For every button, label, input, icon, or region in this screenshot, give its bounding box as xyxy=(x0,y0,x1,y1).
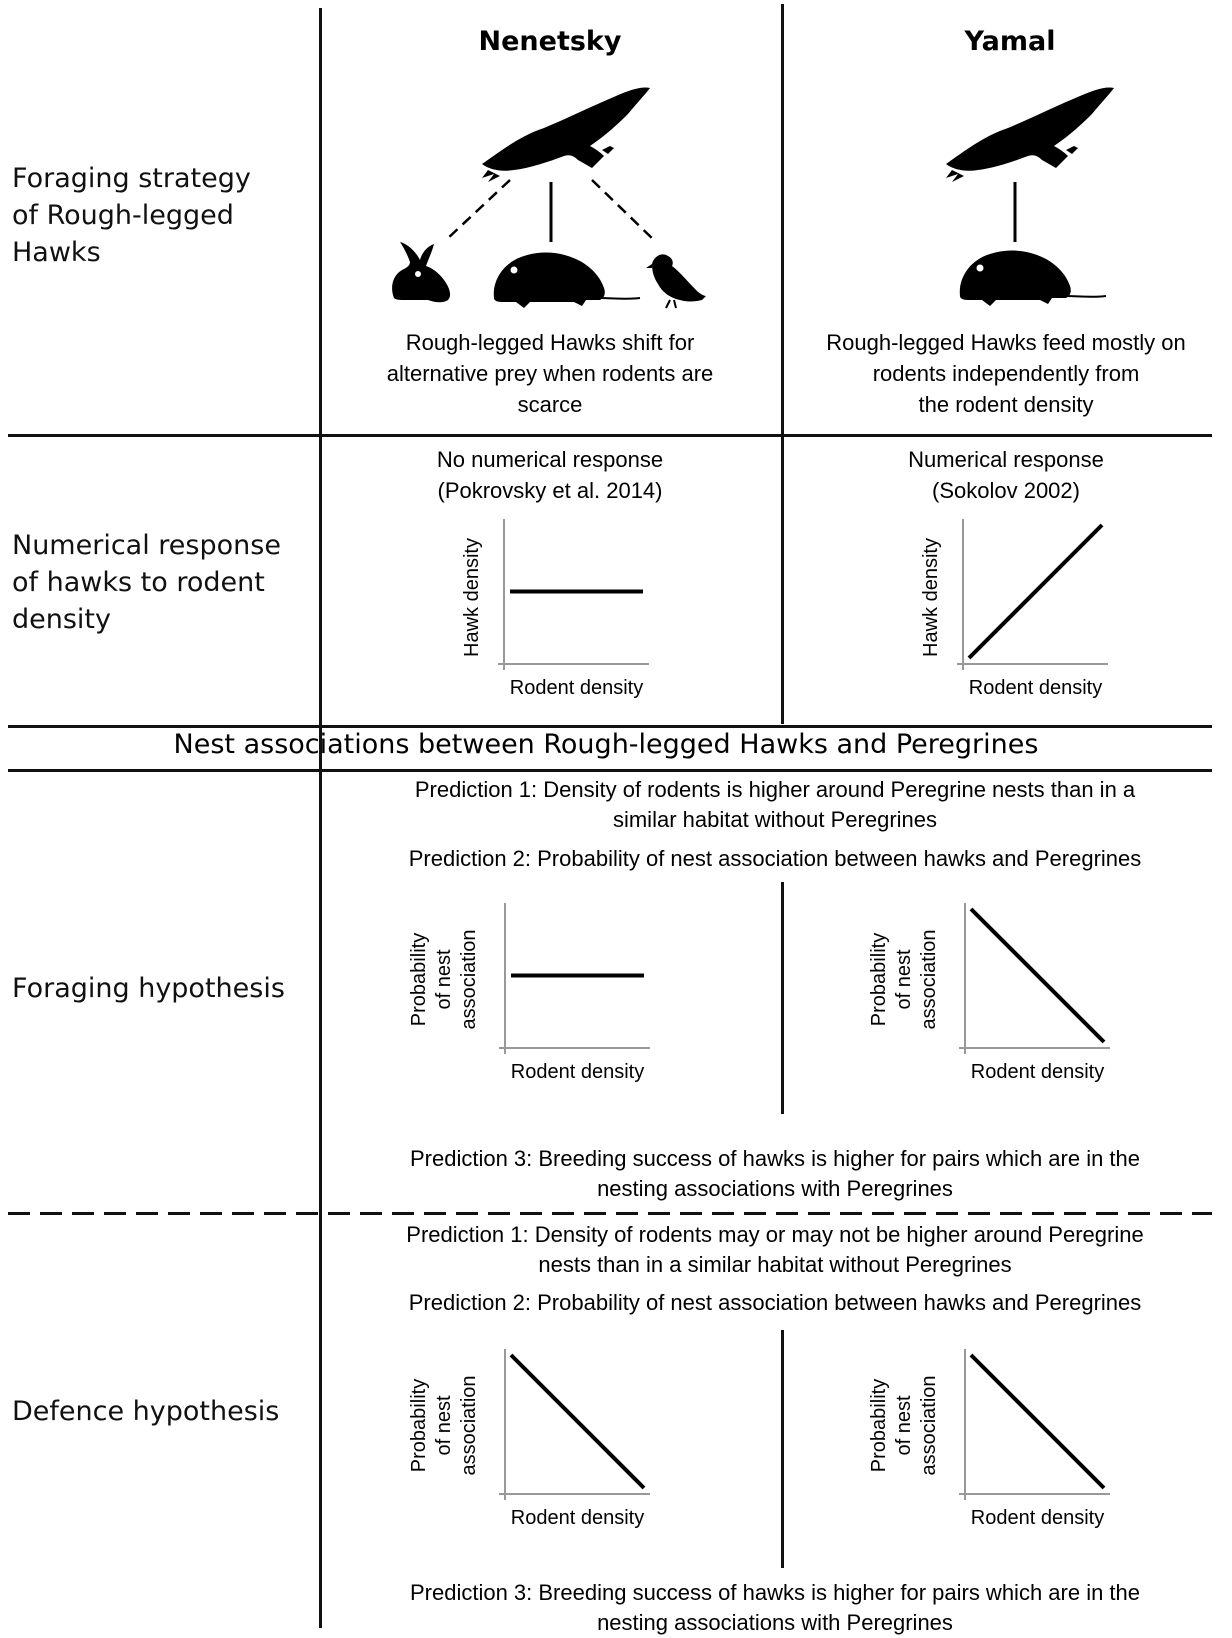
y-axis-label: Probability xyxy=(868,933,890,1026)
row-divider-2 xyxy=(8,725,1212,728)
defence-prediction-2: Prediction 2: Probability of nest associ… xyxy=(408,1290,1142,1315)
series-line xyxy=(967,523,1104,660)
defence-prediction-3: Prediction 3: Breeding success of hawks … xyxy=(409,1580,1141,1635)
yamal-numerical-title: Numerical response (Sokolov 2002) xyxy=(908,447,1104,503)
yamal-strategy-description: Rough-legged Hawks feed mostly on rodent… xyxy=(826,330,1186,417)
y-axis-label: Hawk density xyxy=(461,538,483,657)
y-axis-label: association xyxy=(458,929,480,1029)
y-axis-label: association xyxy=(458,1375,480,1475)
y-axis-label: association xyxy=(918,929,940,1029)
nenetsky-strategy-description: Rough-legged Hawks shift for alternative… xyxy=(386,330,714,417)
x-axis-label: Rodent density xyxy=(510,677,643,699)
hare-icon xyxy=(392,242,451,303)
row-label-foraging-hypothesis: Foraging hypothesis xyxy=(12,973,285,1004)
column-divider-middle-top xyxy=(781,4,784,724)
row-label-defence-hypothesis: Defence hypothesis xyxy=(12,1396,280,1427)
x-axis-label: Rodent density xyxy=(511,1061,644,1083)
y-axis-label: Probability xyxy=(408,1379,430,1472)
row-divider-1 xyxy=(8,434,1212,437)
y-axis-label: of nest xyxy=(433,1395,455,1455)
column-heading-nenetsky: Nenetsky xyxy=(478,26,622,57)
series-line xyxy=(969,907,1106,1044)
y-axis-label: of nest xyxy=(433,949,455,1009)
row-label-foraging-strategy: Foraging strategy of Rough-legged Hawks xyxy=(12,163,251,268)
column-divider-middle-foraging xyxy=(781,882,784,1114)
row-divider-3 xyxy=(8,769,1212,772)
yamal-prey-illustration xyxy=(946,87,1114,307)
rodent-icon xyxy=(958,249,1107,307)
row-divider-dashed xyxy=(8,1212,1212,1215)
foraging-prediction-3: Prediction 3: Breeding success of hawks … xyxy=(409,1146,1141,1201)
column-divider-middle-defence xyxy=(781,1330,784,1568)
foraging-prediction-2: Prediction 2: Probability of nest associ… xyxy=(408,846,1142,871)
hawk-icon xyxy=(482,87,650,182)
x-axis-label: Rodent density xyxy=(969,677,1102,699)
row-label-numerical-response: Numerical response of hawks to rodent de… xyxy=(12,530,281,635)
column-divider-left xyxy=(319,8,322,1628)
y-axis-label: of nest xyxy=(893,949,915,1009)
foraging-prediction-1: Prediction 1: Density of rodents is high… xyxy=(414,777,1136,832)
nest-associations-banner: Nest associations between Rough-legged H… xyxy=(173,729,1039,760)
nenetsky-numerical-title: No numerical response (Pokrovsky et al. … xyxy=(436,447,664,503)
rodent-icon xyxy=(492,251,641,309)
y-axis-label: of nest xyxy=(893,1395,915,1455)
x-axis-label: Rodent density xyxy=(971,1061,1104,1083)
y-axis-label: Probability xyxy=(868,1379,890,1472)
hawk-icon xyxy=(946,87,1114,182)
y-axis-label: Hawk density xyxy=(920,538,942,657)
defence-prediction-1: Prediction 1: Density of rodents may or … xyxy=(406,1222,1144,1277)
series-line xyxy=(969,1353,1106,1490)
series-line xyxy=(509,1353,646,1490)
x-axis-label: Rodent density xyxy=(971,1507,1104,1529)
y-axis-label: association xyxy=(918,1375,940,1475)
y-axis-label: Probability xyxy=(408,933,430,1026)
column-heading-yamal: Yamal xyxy=(964,26,1056,57)
ptarmigan-icon xyxy=(645,253,707,309)
nenetsky-prey-illustration xyxy=(392,87,707,309)
chart-yamal-numerical: Rodent density Hawk density xyxy=(920,519,1108,699)
chart-nenetsky-numerical: Rodent density Hawk density xyxy=(461,519,649,699)
x-axis-label: Rodent density xyxy=(511,1507,644,1529)
